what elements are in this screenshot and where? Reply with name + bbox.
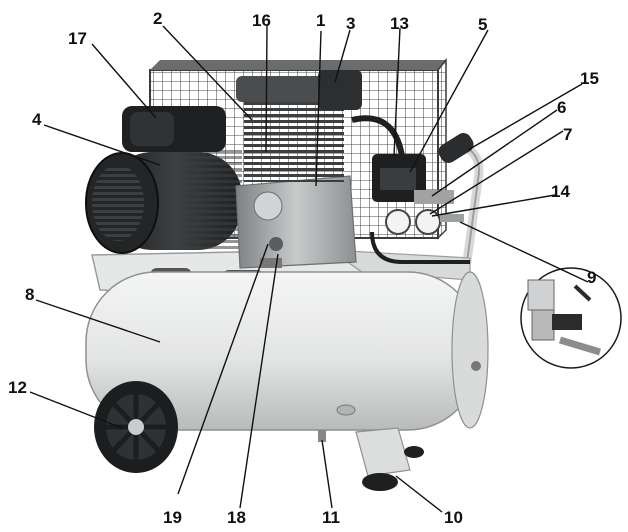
- wheel: [94, 381, 178, 473]
- callout-2: 2: [153, 9, 163, 28]
- rubber-foot: [355, 427, 424, 491]
- leader-lines: [29, 25, 589, 513]
- callout-14: 14: [551, 182, 570, 201]
- callout-10: 10: [444, 508, 463, 527]
- air-tank: [85, 271, 489, 442]
- motor-switch-box: [122, 106, 226, 152]
- callout-19: 19: [163, 508, 182, 527]
- compressor-pump: [235, 70, 362, 269]
- callout-9: 9: [587, 268, 597, 287]
- callout-17: 17: [68, 29, 87, 48]
- callout-8: 8: [25, 285, 35, 304]
- callout-7: 7: [563, 125, 573, 144]
- callout-3: 3: [346, 14, 356, 33]
- callout-13: 13: [390, 14, 409, 33]
- coupling-detail-inset: [520, 267, 622, 369]
- callout-5: 5: [478, 15, 488, 34]
- callout-1: 1: [316, 11, 326, 30]
- callout-11: 11: [322, 508, 340, 527]
- callout-4: 4: [32, 110, 42, 129]
- callout-16: 16: [252, 11, 271, 30]
- electric-motor: [85, 150, 242, 254]
- callout-18: 18: [227, 508, 246, 527]
- callout-6: 6: [557, 98, 567, 117]
- callout-15: 15: [580, 69, 599, 88]
- callout-12: 12: [8, 378, 27, 397]
